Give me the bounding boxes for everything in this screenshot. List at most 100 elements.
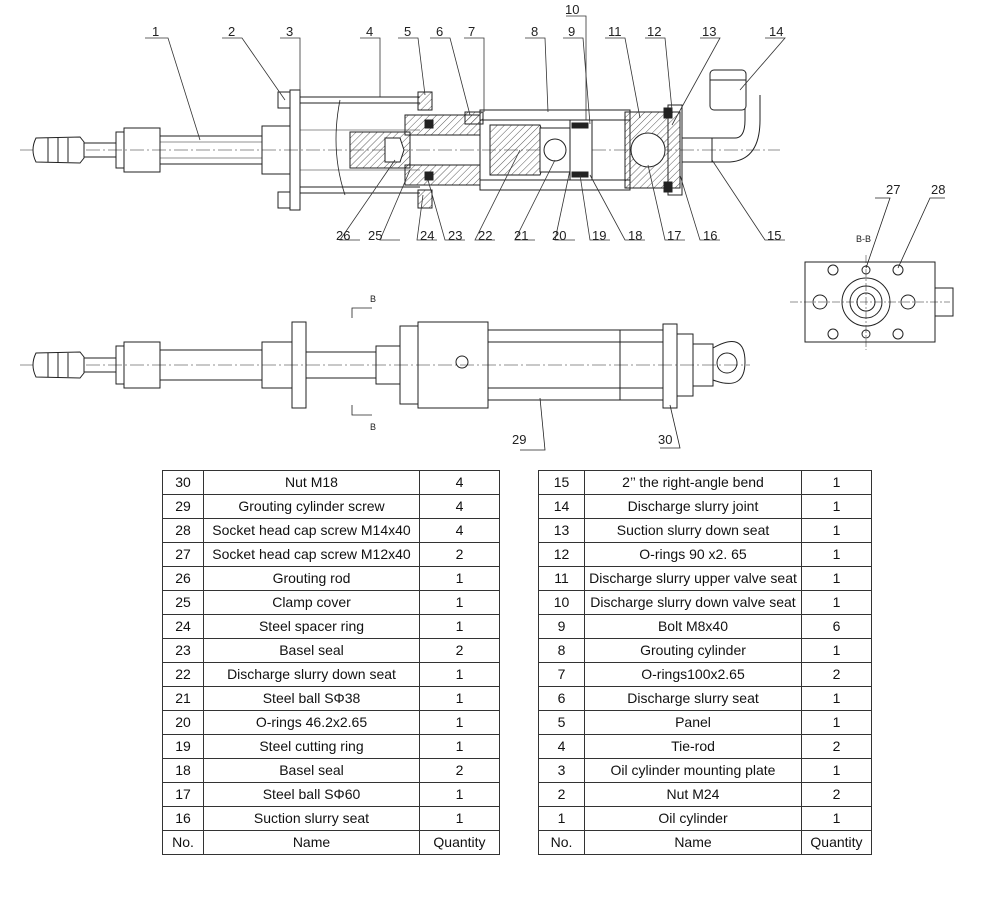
callout-7: 7 [468,24,475,39]
part-number-cell: 5 [538,710,585,735]
quantity-cell: 6 [801,614,872,639]
callout-leaders [145,15,786,241]
part-number-cell: 22 [162,662,204,687]
part-number-cell: 11 [538,566,585,591]
callout-21: 21 [514,228,528,243]
part-number-cell: 1 [538,806,585,831]
callout-8: 8 [531,24,538,39]
callout-29: 29 [512,432,526,447]
callout-27: 27 [886,182,900,197]
part-number-cell: 12 [538,542,585,567]
callout-12: 12 [647,24,661,39]
part-name-cell: Oil cylinder mounting plate [584,758,802,783]
callout-17: 17 [667,228,681,243]
quantity-cell: 1 [419,566,500,591]
quantity-cell: 1 [801,566,872,591]
part-number-cell: 29 [162,494,204,519]
quantity-cell: 2 [801,782,872,807]
part-name-cell: O-rings 46.2x2.65 [203,710,420,735]
header-name: Name [584,830,802,855]
part-number-cell: 15 [538,470,585,495]
part-name-cell: Grouting rod [203,566,420,591]
part-number-cell: 4 [538,734,585,759]
part-number-cell: 17 [162,782,204,807]
part-name-cell: Nut M24 [584,782,802,807]
part-name-cell: Suction slurry seat [203,806,420,831]
part-name-cell: Socket head cap screw M12x40 [203,542,420,567]
quantity-cell: 1 [801,806,872,831]
header-no: No. [538,830,585,855]
part-number-cell: 10 [538,590,585,615]
quantity-cell: 1 [419,806,500,831]
part-name-cell: Basel seal [203,638,420,663]
part-name-cell: Steel ball SΦ60 [203,782,420,807]
callout-9: 9 [568,24,575,39]
part-name-cell: 2’’ the right-angle bend [584,470,802,495]
part-name-cell: Discharge slurry down valve seat [584,590,802,615]
quantity-cell: 1 [801,518,872,543]
quantity-cell: 1 [419,734,500,759]
part-name-cell: Basel seal [203,758,420,783]
header-quantity: Quantity [419,830,500,855]
section-mark-bottom: B [370,422,376,432]
quantity-cell: 1 [801,542,872,567]
part-name-cell: Clamp cover [203,590,420,615]
part-number-cell: 7 [538,662,585,687]
section-mark-top: B [370,294,376,304]
callout-15: 15 [767,228,781,243]
quantity-cell: 1 [801,494,872,519]
quantity-cell: 1 [419,590,500,615]
quantity-cell: 1 [419,614,500,639]
header-no: No. [162,830,204,855]
section-label-bb: B-B [856,234,871,244]
callout-2: 2 [228,24,235,39]
part-name-cell: Panel [584,710,802,735]
exterior-view [20,307,750,451]
callout-labels: 1 2 3 4 5 6 7 8 9 10 11 12 13 14 15 16 1… [152,2,783,243]
part-name-cell: Grouting cylinder [584,638,802,663]
part-number-cell: 2 [538,782,585,807]
callout-18: 18 [628,228,642,243]
quantity-cell: 2 [419,758,500,783]
callout-11: 11 [608,24,622,39]
part-number-cell: 13 [538,518,585,543]
part-number-cell: 25 [162,590,204,615]
part-name-cell: Suction slurry down seat [584,518,802,543]
part-name-cell: Steel ball SΦ38 [203,686,420,711]
quantity-cell: 1 [801,470,872,495]
part-number-cell: 30 [162,470,204,495]
part-number-cell: 16 [162,806,204,831]
part-name-cell: Tie-rod [584,734,802,759]
part-number-cell: 3 [538,758,585,783]
quantity-cell: 2 [801,662,872,687]
part-number-cell: 28 [162,518,204,543]
part-number-cell: 24 [162,614,204,639]
part-name-cell: Oil cylinder [584,806,802,831]
quantity-cell: 4 [419,494,500,519]
part-name-cell: Discharge slurry upper valve seat [584,566,802,591]
quantity-cell: 1 [801,758,872,783]
part-number-cell: 8 [538,638,585,663]
callout-1: 1 [152,24,159,39]
technical-drawing: 1 2 3 4 5 6 7 8 9 10 11 12 13 14 15 16 1… [20,2,954,451]
callout-28: 28 [931,182,945,197]
part-name-cell: Steel spacer ring [203,614,420,639]
